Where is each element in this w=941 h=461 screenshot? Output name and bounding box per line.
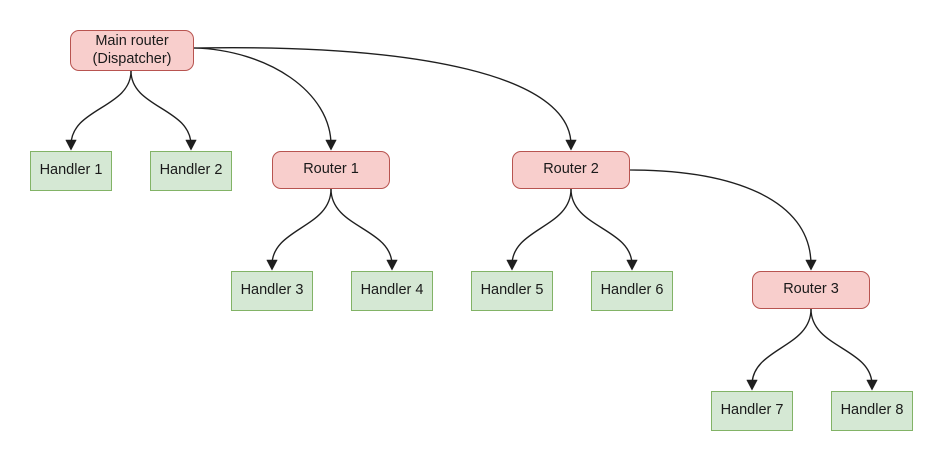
node-handler-3[interactable]: Handler 3	[231, 271, 313, 311]
node-handler-8[interactable]: Handler 8	[831, 391, 913, 431]
node-handler-1[interactable]: Handler 1	[30, 151, 112, 191]
arrowhead-handler-6	[626, 259, 638, 271]
edge-router-2-to-handler-6	[570, 188, 633, 266]
edge-main-router-to-router-2	[193, 47, 572, 146]
edge-router-2-to-handler-5	[511, 188, 572, 266]
node-router-1[interactable]: Router 1	[272, 151, 390, 189]
arrowhead-handler-3	[266, 259, 278, 271]
node-router-2[interactable]: Router 2	[512, 151, 630, 189]
arrowhead-handler-2	[185, 139, 197, 151]
arrowhead-handler-5	[506, 259, 518, 271]
node-handler-7[interactable]: Handler 7	[711, 391, 793, 431]
node-handler-2[interactable]: Handler 2	[150, 151, 232, 191]
arrowhead-router-1	[325, 139, 337, 151]
arrowhead-handler-4	[386, 259, 398, 271]
edge-main-router-to-handler-2	[130, 70, 192, 146]
edge-main-router-to-router-1	[193, 47, 332, 146]
edge-router-3-to-handler-7	[751, 308, 812, 386]
edge-router-2-to-router-3	[629, 169, 812, 266]
node-handler-5[interactable]: Handler 5	[471, 271, 553, 311]
arrowhead-router-3	[805, 259, 817, 271]
arrowhead-handler-8	[866, 379, 878, 391]
edge-router-1-to-handler-3	[271, 188, 332, 266]
edge-router-1-to-handler-4	[330, 188, 393, 266]
arrowhead-router-2	[565, 139, 577, 151]
node-handler-4[interactable]: Handler 4	[351, 271, 433, 311]
edge-router-3-to-handler-8	[810, 308, 873, 386]
arrowhead-handler-7	[746, 379, 758, 391]
node-main-router[interactable]: Main router (Dispatcher)	[70, 30, 194, 71]
node-handler-6[interactable]: Handler 6	[591, 271, 673, 311]
arrowhead-handler-1	[65, 139, 77, 151]
node-router-3[interactable]: Router 3	[752, 271, 870, 309]
edge-main-router-to-handler-1	[70, 70, 132, 146]
